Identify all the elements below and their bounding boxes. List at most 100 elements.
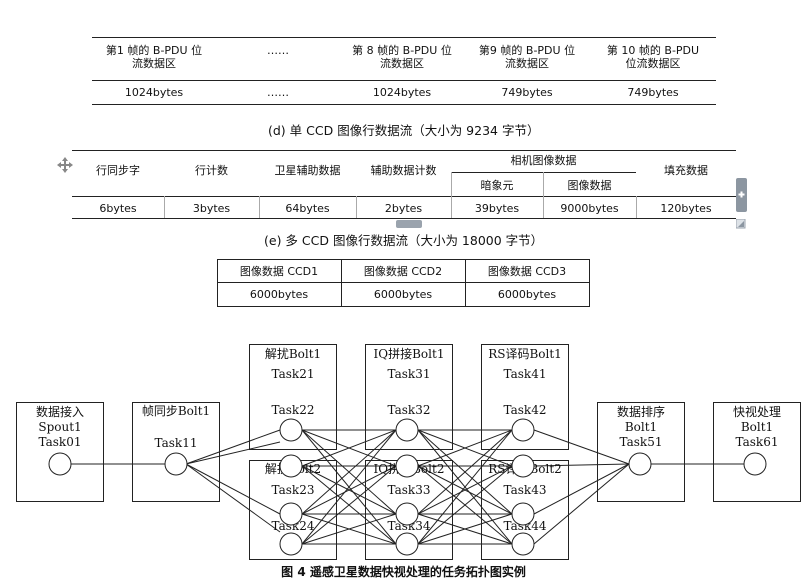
task-label: Task31 (387, 367, 431, 381)
table-e-divider (164, 196, 165, 218)
task-node-circle (628, 452, 652, 476)
table-f-border (217, 282, 590, 283)
task-node-circle (511, 418, 535, 442)
table-f-border (217, 259, 590, 260)
table-d-header-3: 第 8 帧的 B-PDU 位流数据区 (352, 44, 452, 70)
task-node-circle (279, 418, 303, 442)
task-node-circle (511, 502, 535, 526)
caption-d: (d) 单 CCD 图像行数据流（大小为 9234 字节） (268, 123, 540, 138)
table-e-mid-border (72, 196, 736, 197)
table-e-value-3: 64bytes (285, 202, 330, 215)
iq-bolt1-box (365, 344, 453, 450)
task-node-circle (279, 454, 303, 478)
table-f-value-1: 6000bytes (249, 288, 309, 301)
table-resize-handle-icon[interactable] (736, 219, 746, 229)
table-d-value-4: 749bytes (501, 86, 553, 99)
table-e-subheader-2: 图像数据 (567, 179, 612, 192)
table-e-divider (543, 172, 544, 218)
table-e-divider (356, 196, 357, 218)
task-label: Task21 (271, 367, 315, 381)
table-e-header-5: 相机图像数据 (510, 154, 577, 167)
task-node-circle (48, 452, 72, 476)
table-d-header-4: 第9 帧的 B-PDU 位流数据区 (478, 44, 576, 70)
iq-bolt1-title: IQ拼接Bolt1 (373, 347, 445, 361)
add-row-button[interactable] (396, 220, 422, 234)
task-label: Task42 (503, 403, 547, 417)
jieral-bolt1-title: 解扰Bolt1 (264, 347, 322, 361)
table-e-header-3: 卫星辅助数据 (274, 164, 341, 177)
table-move-handle-icon[interactable] (56, 156, 74, 174)
jieral-bolt1-box (249, 344, 337, 450)
table-d-top-border (92, 37, 716, 38)
task-label: Task23 (271, 483, 315, 497)
task-node-circle (743, 452, 767, 476)
table-e-value-4: 2bytes (384, 202, 423, 215)
table-d-header-2: …… (267, 44, 289, 57)
table-e-value-1: 6bytes (99, 202, 137, 215)
table-e-header-4: 辅助数据计数 (370, 164, 437, 177)
table-f-header-1: 图像数据 CCD1 (239, 265, 319, 278)
task-node-circle (511, 532, 535, 556)
frame-sync-title: 帧同步Bolt1 (141, 404, 211, 418)
task-label: Task22 (271, 403, 315, 417)
spout-box (16, 402, 104, 502)
table-e-divider (451, 172, 452, 218)
task-label: Task32 (387, 403, 431, 417)
task-node-circle (395, 418, 419, 442)
add-column-button[interactable] (736, 178, 747, 212)
table-e-bottom-border (72, 218, 736, 219)
table-e-header-2: 行计数 (195, 164, 228, 177)
table-f-header-3: 图像数据 CCD3 (487, 265, 567, 278)
table-d-value-2: …… (267, 86, 289, 99)
task-node-circle (511, 454, 535, 478)
quickview-box (713, 402, 801, 502)
table-e-header-1: 行同步字 (96, 164, 140, 177)
table-d-header-1: 第1 帧的 B-PDU 位流数据区 (105, 44, 203, 70)
figure-caption: 图 4 遥感卫星数据快视处理的任务拓扑图实例 (281, 565, 526, 579)
table-f-header-2: 图像数据 CCD2 (363, 265, 443, 278)
task-node-circle (395, 532, 419, 556)
table-f-border (589, 259, 590, 306)
table-d-bottom-border (92, 104, 716, 105)
table-f-border (465, 259, 466, 306)
table-e-value-6: 9000bytes (560, 202, 619, 215)
plus-icon (407, 228, 412, 234)
table-d-value-1: 1024bytes (124, 86, 184, 99)
table-f-value-3: 6000bytes (497, 288, 557, 301)
table-f-value-2: 6000bytes (373, 288, 433, 301)
task-label: Task34 (387, 519, 431, 533)
table-d-mid-border (92, 80, 716, 81)
table-f-border (341, 259, 342, 306)
frame-sync-box (132, 402, 220, 502)
table-e-divider (259, 196, 260, 218)
rs-bolt1-title: RS译码Bolt1 (488, 347, 562, 361)
rs-bolt1-box (481, 344, 569, 450)
task-node-circle (279, 502, 303, 526)
task-label: Task24 (271, 519, 315, 533)
table-d-value-5: 749bytes (627, 86, 679, 99)
task-node-circle (395, 502, 419, 526)
plus-icon (738, 191, 745, 198)
task-label: Task43 (503, 483, 547, 497)
task-label: Task33 (387, 483, 431, 497)
table-d-value-3: 1024bytes (372, 86, 432, 99)
table-e-subheader-1: 暗象元 (480, 179, 514, 192)
frame-sync-task: Task11 (154, 436, 198, 450)
table-e-divider (636, 196, 637, 218)
table-e-value-7: 120bytes (660, 202, 712, 215)
table-f-border (217, 259, 218, 306)
table-f-border (217, 306, 590, 307)
task-node-circle (279, 532, 303, 556)
table-e-top-border (72, 150, 736, 151)
caption-e: (e) 多 CCD 图像行数据流（大小为 18000 字节） (264, 233, 544, 248)
task-label: Task44 (503, 519, 547, 533)
table-e-value-5: 39bytes (474, 202, 520, 215)
table-e-header-6: 填充数据 (664, 164, 708, 177)
table-e-value-2: 3bytes (192, 202, 231, 215)
task-node-circle (395, 454, 419, 478)
